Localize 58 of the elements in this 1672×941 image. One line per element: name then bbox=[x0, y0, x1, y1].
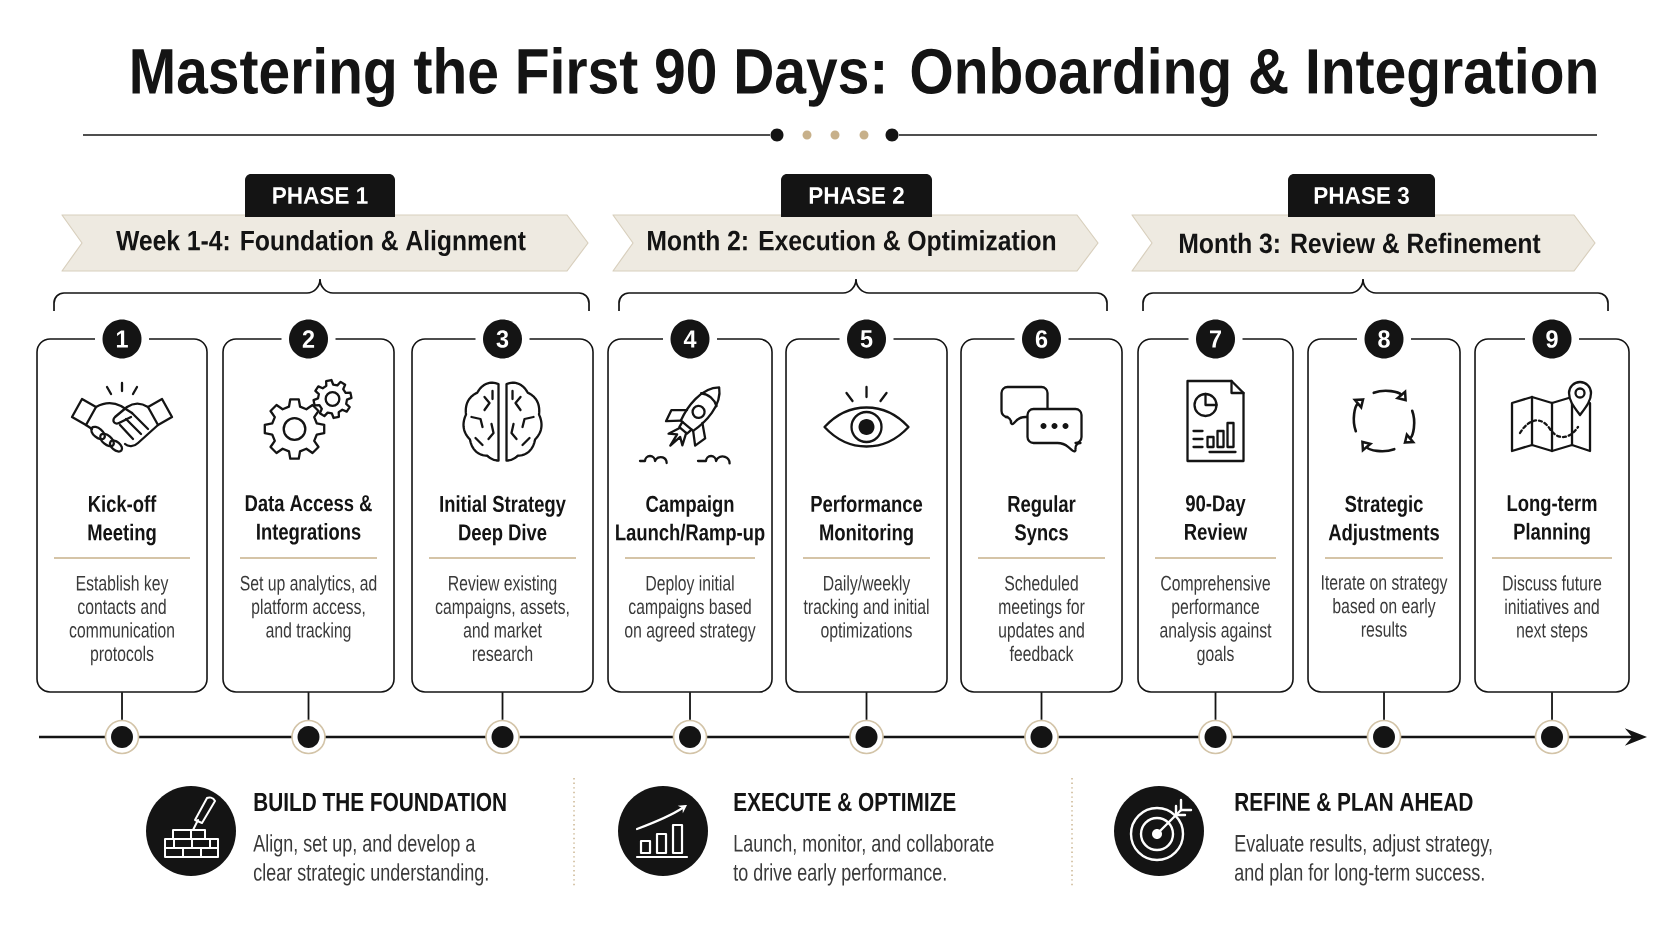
connector-line bbox=[1214, 691, 1217, 721]
card-description: Set up analytics, ad platform access, and tracking bbox=[240, 575, 377, 642]
timeline-dot bbox=[1024, 719, 1059, 755]
phase-tab: PHASE 1 bbox=[245, 174, 395, 217]
number-badge: 7 bbox=[1196, 319, 1235, 359]
timeline-dot bbox=[485, 719, 520, 755]
timeline-dot bbox=[1366, 719, 1402, 755]
card-description: Deploy initial campaigns based on agreed strategy bbox=[625, 575, 756, 642]
card-title: Strategic Adjustments bbox=[1328, 495, 1439, 546]
number-badge: 3 bbox=[483, 319, 522, 359]
card-description: Scheduled meetings for updates and feedback bbox=[999, 575, 1085, 662]
number-badge: 4 bbox=[670, 319, 710, 359]
timeline-dot bbox=[849, 719, 884, 755]
card-description: Daily/weekly tracking and initial optimizations bbox=[803, 575, 929, 642]
summary-text: Evaluate results, adjust strategy, and plan for long-term success. bbox=[1235, 834, 1492, 886]
number-badge: 9 bbox=[1532, 319, 1572, 359]
ribbon-banner: Month 2: Execution & Optimization bbox=[612, 214, 1099, 272]
title: Mastering the First 90 Days: Onboarding & Integration bbox=[132, 47, 1596, 107]
card-title: Performance Monitoring bbox=[811, 495, 923, 546]
summary-heading: BUILD THE FOUNDATION bbox=[254, 792, 506, 812]
connector-line bbox=[865, 691, 868, 721]
phase-tab: PHASE 3 bbox=[1288, 174, 1435, 217]
timeline-dot bbox=[1534, 719, 1570, 755]
card-title: Long-term Planning bbox=[1507, 495, 1597, 545]
number-badge: 8 bbox=[1364, 319, 1404, 359]
summary-text: Launch, monitor, and collaborate to drive early performance. bbox=[733, 834, 994, 886]
ribbon-banner: Week 1-4: Foundation & Alignment bbox=[61, 214, 589, 272]
number-badge: 2 bbox=[289, 319, 328, 359]
ribbon-banner: Month 3: Review & Refinement bbox=[1131, 214, 1596, 272]
card-description: Discuss future initiatives and next steps bbox=[1503, 575, 1602, 642]
card-title: Regular Syncs bbox=[1008, 495, 1076, 546]
timeline-dot bbox=[1198, 719, 1233, 755]
card-description: Iterate on strategy based on early results bbox=[1322, 575, 1448, 637]
card-title: 90-Day Review bbox=[1185, 495, 1248, 540]
connector-line bbox=[1383, 691, 1385, 721]
card-title: Campaign Launch/Ramp-up bbox=[616, 495, 765, 546]
card-title: Initial Strategy Deep Dive bbox=[440, 495, 566, 546]
connector-line bbox=[1040, 691, 1043, 721]
timeline-dot bbox=[291, 719, 326, 755]
number-badge: 5 bbox=[847, 319, 886, 359]
phase-tab: PHASE 2 bbox=[781, 174, 932, 217]
summary-heading: EXECUTE & OPTIMIZE bbox=[734, 792, 956, 812]
timeline-dot bbox=[672, 719, 708, 755]
timeline-dot bbox=[104, 719, 140, 755]
card-description: Review existing campaigns, assets, and market research bbox=[435, 575, 569, 662]
card-title: Kick-off Meeting bbox=[88, 495, 157, 546]
number-badge: 6 bbox=[1022, 319, 1061, 359]
connector-line bbox=[1551, 691, 1553, 721]
summary-heading: REFINE & PLAN AHEAD bbox=[1235, 792, 1473, 812]
connector-line bbox=[501, 691, 504, 721]
card-description: Establish key contacts and communication protocols bbox=[69, 575, 174, 666]
card-title: Data Access & Integrations bbox=[245, 495, 372, 545]
connector-line bbox=[307, 691, 310, 721]
connector-line bbox=[689, 691, 691, 721]
connector-line bbox=[121, 691, 123, 721]
summary-text: Align, set up, and develop a clear strategic understanding. bbox=[253, 834, 488, 886]
number-badge: 1 bbox=[102, 319, 142, 359]
card-description: Comprehensive performance analysis against goals bbox=[1160, 575, 1272, 666]
